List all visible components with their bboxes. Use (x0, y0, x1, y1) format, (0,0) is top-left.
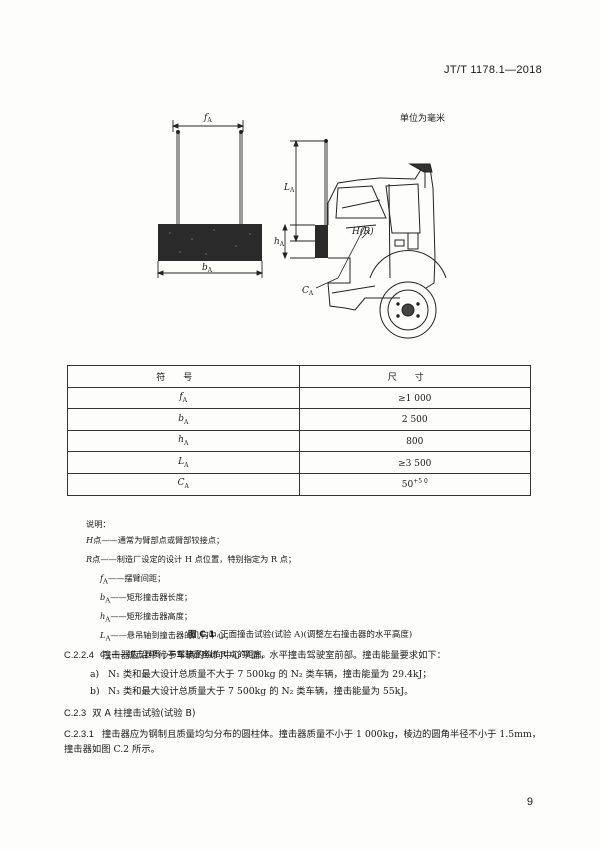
symbol-cell: LA (67, 451, 300, 474)
clause-text: 撞击器应为钢制且质量均匀分布的圆柱体。撞击器质量不小于 1 000kg，棱边的圆… (64, 729, 542, 755)
label-f: fA (203, 113, 212, 124)
table-row: bA 2 500 (67, 408, 531, 431)
table-row: CA 50+5 0 (67, 472, 531, 496)
notes-title: 说明： (86, 519, 111, 529)
value-cell: 800 (298, 429, 531, 453)
section-title: 双 A 柱撞击试验(试验 B) (92, 708, 196, 719)
value-cell: 50+5 0 (298, 472, 531, 496)
label-c: CA (302, 286, 314, 297)
value-cell: 2 500 (298, 408, 531, 431)
note-item: LA——悬吊轴到撞击器的几何中心； (100, 630, 234, 643)
clause-c224: C.2.2.4 撞击器应沿平行于车辆的纵向中心平面，水平撞击驾驶室前部。撞击能量要… (64, 648, 548, 663)
label-b: bA (202, 263, 213, 274)
truck-cab (327, 163, 436, 311)
table-row: fA ≥1 000 (67, 386, 531, 410)
clause-number: C.2.3.1 (64, 729, 94, 739)
label-h: hA (274, 237, 285, 248)
list-item-label: a) (90, 669, 100, 680)
page-number: 9 (526, 796, 533, 808)
symbol-cell: CA (67, 472, 300, 496)
list-item-text: N₃ 类和最大设计总质量大于 7 500kg 的 N₂ 类车辆，撞击能量为 55… (108, 686, 414, 697)
value-cell: ≥3 500 (298, 451, 531, 474)
list-item-text: N₁ 类和最大设计总质量不大于 7 500kg 的 N₂ 类车辆，撞击能量为 2… (108, 669, 432, 680)
note-item: CA——撞击器质心与驾驶员座椅 R 点的距离。 (100, 649, 270, 662)
symbol-cell: hA (67, 429, 300, 453)
section-heading-c23: C.2.3 双 A 柱撞击试验(试验 B) (64, 705, 195, 719)
standard-code: JT/T 1178.1—2018 (444, 64, 542, 76)
note-item: H点——通常为臂部点或臂部铰接点； (86, 534, 225, 545)
value-cell: ≥1 000 (298, 386, 531, 410)
note-item: R点——制造厂设定的设计 H 点位置，特别指定为 R 点； (86, 553, 297, 564)
symbol-cell: fA (67, 386, 300, 410)
note-item: hA——矩形撞击器高度； (100, 611, 193, 624)
list-item: b) N₃ 类和最大设计总质量大于 7 500kg 的 N₂ 类车辆，撞击能量为 … (90, 683, 540, 697)
dimension-table: 符号 尺寸 fA ≥1 000 bA 2 500 hA 800 LA ≥3 50… (67, 365, 531, 496)
label-hr: H(R) (351, 226, 374, 237)
list-item-label: b) (90, 686, 100, 697)
unit-note: 单位为毫米 (400, 114, 446, 124)
column-header-dimension: 尺寸 (298, 365, 531, 388)
wheel (369, 249, 447, 339)
column-header-symbol: 符号 (67, 365, 300, 388)
note-item: bA——矩形撞击器长度； (100, 591, 193, 605)
section-number: C.2.3 (64, 708, 87, 718)
table-row: LA ≥3 500 (67, 451, 531, 474)
cab-impactor (315, 225, 328, 258)
figure-notes: 说明： H点——通常为臂部点或臂部铰接点； R点——制造厂设定的设计 H 点位置… (86, 517, 296, 666)
figure-caption: 图 C.1 正面撞击试验(试验 A)(调整左右撞击器的水平高度) (0, 628, 600, 640)
clause-number: C.2.2.4 (64, 650, 94, 660)
clause-text: 撞击器应沿平行于车辆的纵向中心平面，水平撞击驾驶室前部。撞击能量要求如下： (101, 650, 446, 661)
table-row: hA 800 (67, 429, 531, 453)
figure-title: 正面撞击试验(试验 A)(调整左右撞击器的水平高度) (220, 630, 413, 640)
figure-number: 图 C.1 (187, 630, 215, 640)
list-item: a) N₁ 类和最大设计总质量不大于 7 500kg 的 N₂ 类车辆，撞击能量为… (90, 666, 540, 680)
impactor-block (158, 224, 262, 261)
note-item: fA——摆臂间距； (100, 572, 166, 586)
frontal-impact-figure: fA bA LA hA CA H(R) (156, 113, 447, 339)
symbol-cell: bA (67, 408, 300, 431)
table-header-row: 符号 尺寸 (67, 365, 531, 388)
label-l: LA (283, 183, 295, 194)
